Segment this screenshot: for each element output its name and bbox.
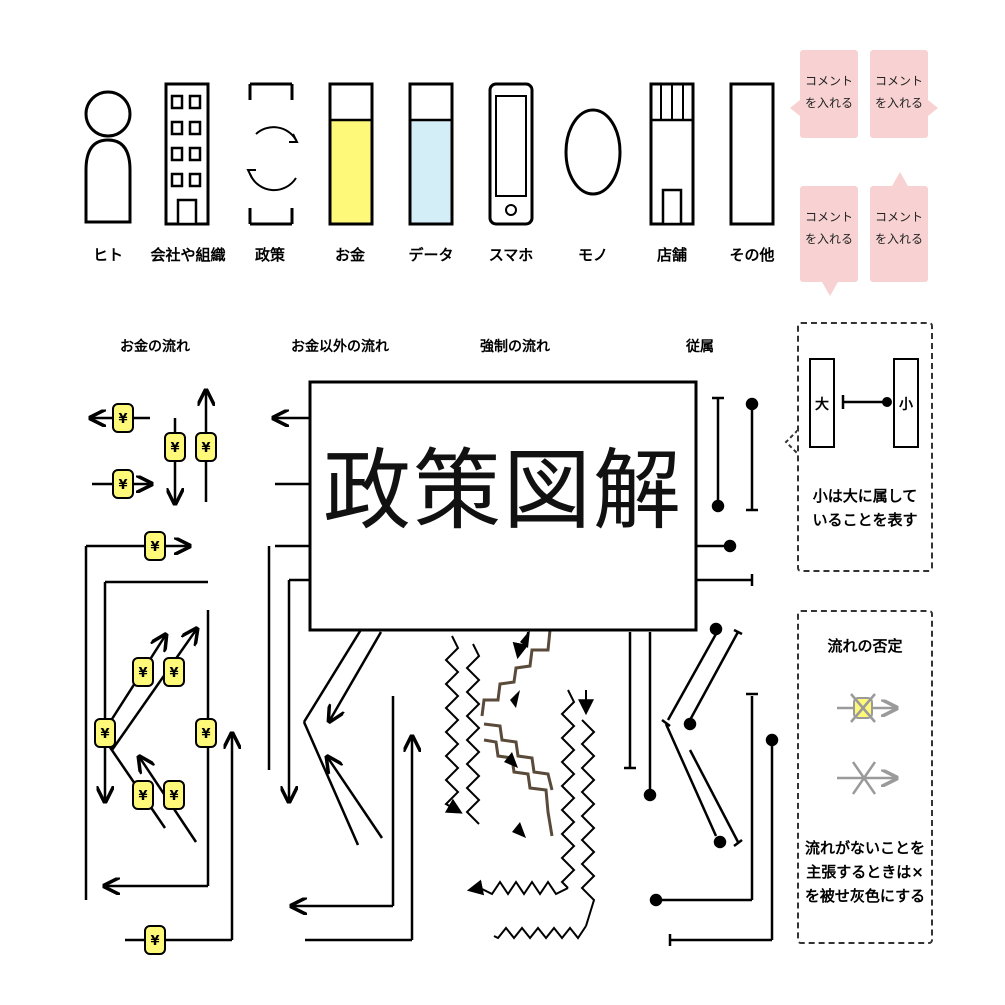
yen-badge: ¥	[94, 718, 116, 748]
icon-label-person: ヒト	[92, 246, 123, 264]
comment-text: コメントを入れる	[874, 210, 923, 246]
title-box	[308, 380, 698, 632]
icon-label-object: モノ	[577, 246, 608, 264]
legend-connector	[841, 395, 892, 409]
negation-description: 流れがないことを主張するときは×を被せ灰色にする	[804, 839, 926, 905]
comment-text: コメントを入れる	[874, 74, 923, 110]
icon-label-policy: 政策	[254, 246, 285, 264]
data-container-icon	[408, 82, 454, 226]
icon-label-store: 店舗	[656, 246, 687, 264]
icon-label-data: データ	[408, 246, 454, 264]
section-subordination: 従属	[686, 339, 714, 355]
negation-examples	[837, 693, 931, 795]
yen-badge: ¥	[144, 925, 166, 955]
person-icon	[84, 90, 132, 224]
comment-bubble-left-tail: コメントを入れる	[800, 50, 858, 138]
object-circle-icon	[564, 108, 622, 196]
icon-label-organization: 会社や組織	[150, 246, 226, 264]
forced-flow-lines	[444, 629, 596, 940]
store-icon	[649, 82, 695, 226]
yen-badge: ¥	[195, 432, 217, 462]
building-icon	[164, 82, 210, 226]
comment-text: コメントを入れる	[804, 210, 853, 246]
icon-label-money: お金	[334, 246, 365, 264]
yen-badge: ¥	[144, 531, 166, 561]
yen-badge: ¥	[163, 780, 185, 810]
section-non-money-flow: お金以外の流れ	[291, 339, 389, 355]
icon-label-other: その他	[729, 246, 775, 264]
icon-label-smartphone: スマホ	[488, 246, 534, 264]
legend-small-box: 小	[893, 358, 919, 448]
subordination-legend: 大 小 小は大に属していることを表す	[797, 322, 933, 572]
yen-badge: ¥	[195, 718, 217, 748]
main-title: 政策図解	[322, 439, 683, 542]
other-box-icon	[729, 82, 775, 226]
yen-badge: ¥	[132, 780, 154, 810]
non-money-flow-lines	[267, 418, 412, 942]
policy-cycle-icon	[246, 82, 299, 226]
yen-badge: ¥	[164, 432, 186, 462]
comment-bubble-bottom-tail: コメントを入れる	[800, 186, 858, 282]
legend-big-box: 大	[809, 358, 835, 448]
subordination-description: 小は大に属していることを表す	[812, 487, 918, 529]
negation-title: 流れの否定	[827, 637, 903, 655]
subordination-lines	[624, 396, 779, 946]
smartphone-icon	[488, 82, 534, 226]
comment-bubble-top-tail: コメントを入れる	[870, 186, 928, 282]
money-flow-lines	[84, 392, 232, 942]
section-forced-flow: 強制の流れ	[480, 339, 550, 355]
yen-badge: ¥	[163, 657, 185, 687]
yen-badge: ¥	[112, 403, 134, 433]
negation-legend: 流れの否定 流れがないことを主張するときは×を被せ灰色にする	[797, 610, 933, 944]
section-money-flow: お金の流れ	[120, 339, 190, 355]
yen-badge: ¥	[132, 657, 154, 687]
comment-text: コメントを入れる	[804, 74, 853, 110]
money-container-icon	[328, 82, 374, 226]
yen-badge: ¥	[112, 469, 134, 499]
comment-bubble-right-tail: コメントを入れる	[870, 50, 928, 138]
